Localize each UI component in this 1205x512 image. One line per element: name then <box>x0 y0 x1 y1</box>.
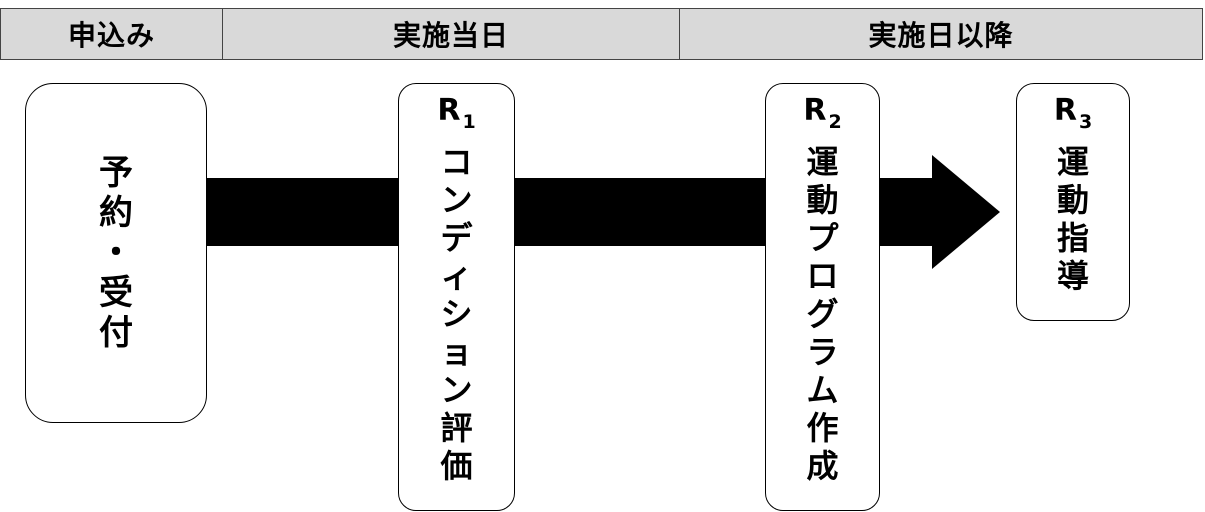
box-text: コ ン デ ィ シ ョ ン 評 価 <box>440 143 473 485</box>
header-divider <box>679 9 680 59</box>
header-application: 申込み <box>67 19 155 52</box>
header-divider <box>222 9 223 59</box>
box-reservation-reception: 予 約 ・ 受 付 <box>25 83 207 423</box>
box-text: 運 動 プ ロ グ ラ ム 作 成 <box>806 143 839 485</box>
header-after: 実施日以降 <box>868 19 1014 52</box>
box-text: 予 約 ・ 受 付 <box>99 153 133 353</box>
flow-arrow-head <box>932 155 1000 269</box>
header-day-of: 実施当日 <box>392 19 509 52</box>
box-text: 運 動 指 導 <box>1056 143 1089 295</box>
phase-header: 申込み 実施当日 実施日以降 <box>0 8 1203 60</box>
